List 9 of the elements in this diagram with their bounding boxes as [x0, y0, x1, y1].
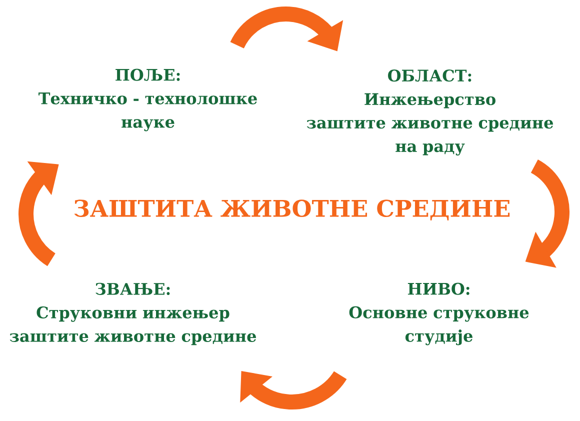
title: ЗАШТИТА ЖИВОТНЕ СРЕДИНЕ — [74, 200, 510, 220]
heading: ПОЉЕ: — [116, 68, 180, 81]
description: Техничко - технолошке науке — [38, 92, 257, 132]
heading: ЗВАЊЕ: — [96, 282, 170, 295]
description: Инжењерство заштите животне средине на раду — [306, 93, 554, 156]
description: Основне струковне студије — [349, 306, 529, 346]
heading: НИВО: — [408, 282, 470, 295]
heading: ОБЛАСТ: — [388, 70, 472, 82]
description: Струковни инжењер заштите животне средине — [10, 306, 256, 346]
